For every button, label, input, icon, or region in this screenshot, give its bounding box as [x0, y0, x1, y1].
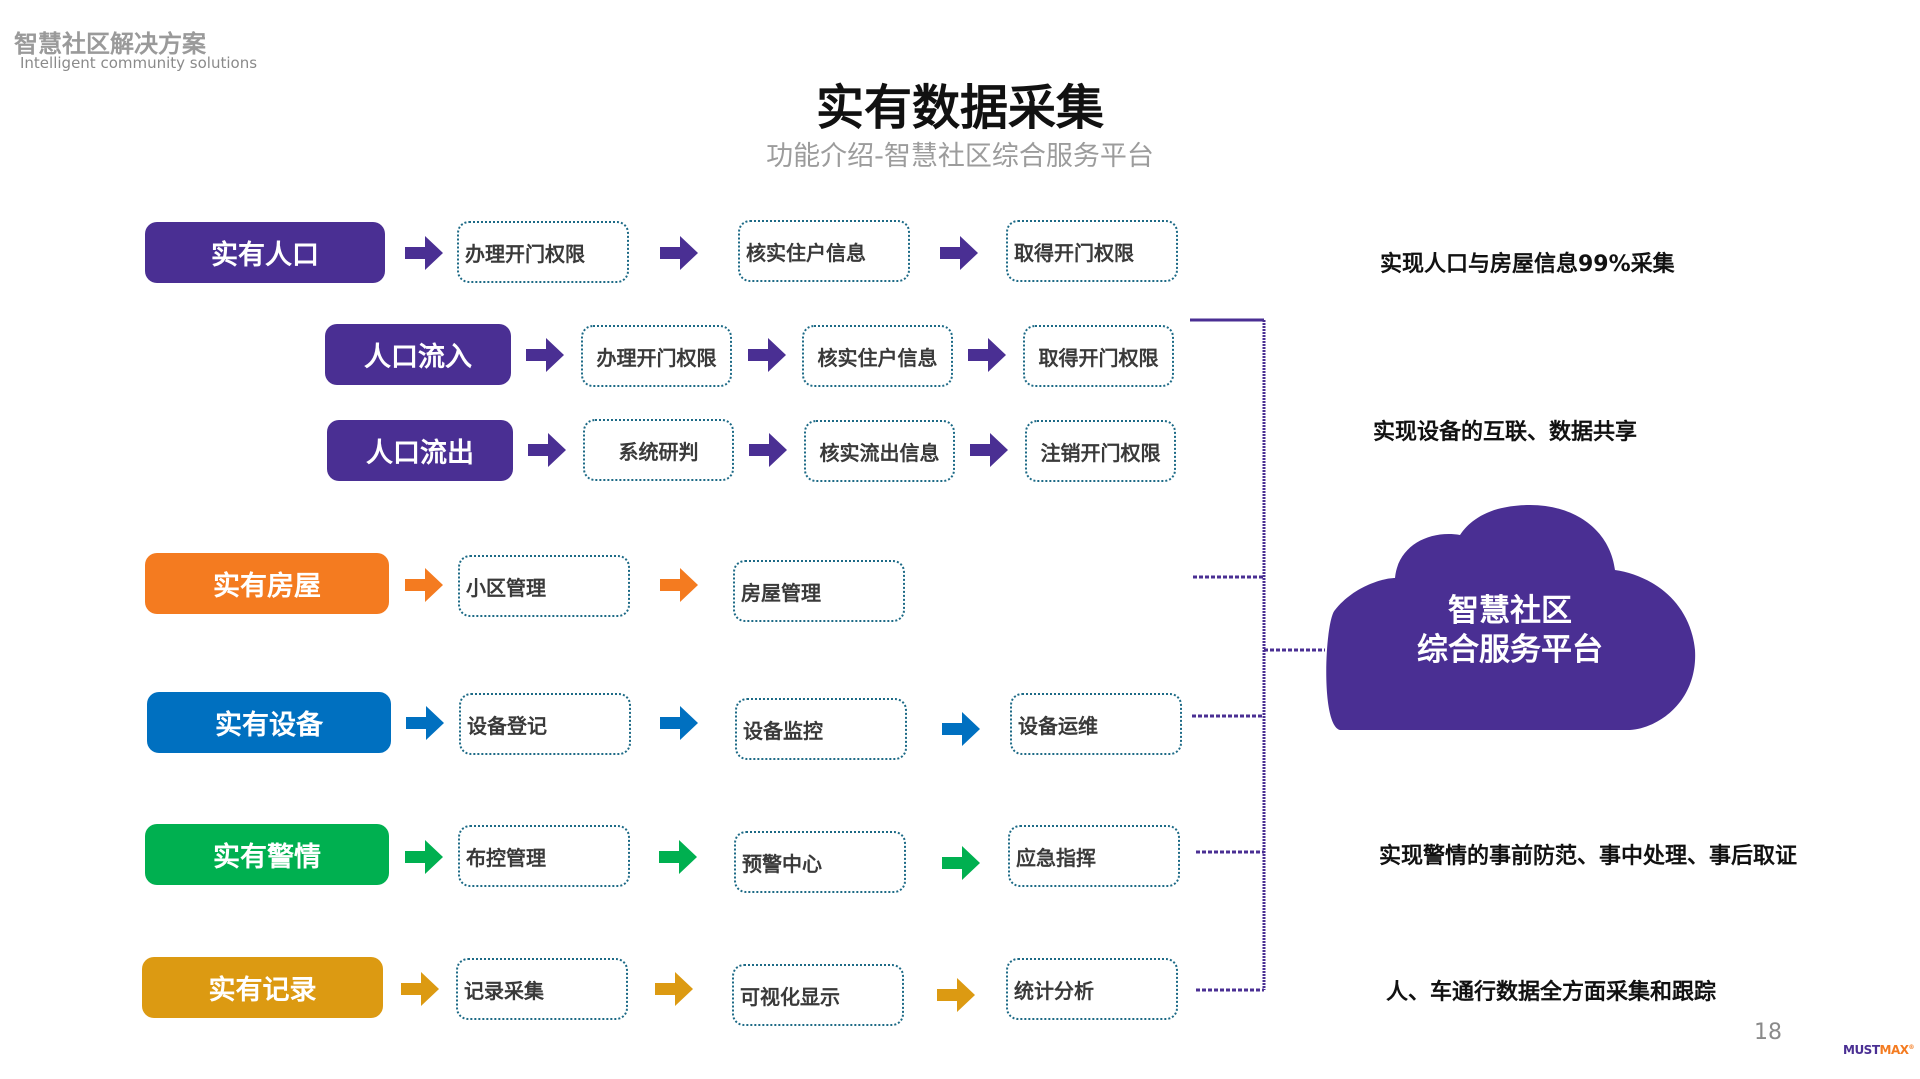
note-alarm: 实现警情的事前防范、事中处理、事后取证	[1379, 844, 1798, 869]
arrow-right-icon	[659, 840, 697, 874]
step-device-1[interactable]: 设备登记	[459, 693, 631, 755]
logo-part2: MAX	[1879, 1043, 1909, 1057]
category-housing[interactable]: 实有房屋	[145, 553, 389, 614]
note-population: 实现人口与房屋信息99%采集	[1380, 252, 1675, 277]
category-alarm[interactable]: 实有警情	[145, 824, 389, 885]
category-population[interactable]: 实有人口	[145, 222, 385, 283]
step-record-2[interactable]: 可视化显示	[732, 964, 904, 1026]
category-device[interactable]: 实有设备	[147, 692, 391, 753]
arrow-right-icon	[660, 236, 698, 270]
arrow-right-icon	[748, 338, 786, 372]
arrow-right-icon	[405, 568, 443, 602]
step-alarm-2[interactable]: 预警中心	[734, 831, 906, 893]
arrow-right-icon	[401, 972, 439, 1006]
step-housing-2[interactable]: 房屋管理	[733, 560, 905, 622]
step-record-1[interactable]: 记录采集	[456, 958, 628, 1020]
arrow-right-icon	[749, 433, 787, 467]
step-record-3[interactable]: 统计分析	[1006, 958, 1178, 1020]
logo-mark: ®	[1908, 1044, 1915, 1051]
arrow-right-icon	[660, 568, 698, 602]
cloud-label: 智慧社区 综合服务平台	[1360, 592, 1660, 670]
brand-title: 智慧社区解决方案	[14, 30, 206, 58]
category-record[interactable]: 实有记录	[142, 957, 383, 1018]
step-alarm-1[interactable]: 布控管理	[458, 825, 630, 887]
arrow-right-icon	[968, 338, 1006, 372]
step-outflow-3[interactable]: 注销开门权限	[1025, 420, 1176, 482]
step-housing-1[interactable]: 小区管理	[458, 555, 630, 617]
logo: MUSTMAX®	[1843, 1043, 1914, 1057]
step-population-1[interactable]: 办理开门权限	[457, 221, 629, 283]
page-subtitle: 功能介绍-智慧社区综合服务平台	[766, 141, 1154, 172]
arrow-right-icon	[937, 978, 975, 1012]
step-outflow-1[interactable]: 系统研判	[583, 419, 734, 481]
step-device-3[interactable]: 设备运维	[1010, 693, 1182, 755]
arrow-right-icon	[526, 338, 564, 372]
arrow-right-icon	[970, 433, 1008, 467]
arrow-right-icon	[940, 236, 978, 270]
arrow-right-icon	[942, 846, 980, 880]
brand-subtitle: Intelligent community solutions	[20, 54, 258, 72]
note-device: 实现设备的互联、数据共享	[1373, 420, 1638, 445]
arrow-right-icon	[528, 433, 566, 467]
step-device-2[interactable]: 设备监控	[735, 698, 907, 760]
arrow-right-icon	[405, 236, 443, 270]
step-outflow-2[interactable]: 核实流出信息	[804, 420, 955, 482]
step-inflow-2[interactable]: 核实住户信息	[802, 325, 953, 387]
arrow-right-icon	[655, 972, 693, 1006]
step-population-2[interactable]: 核实住户信息	[738, 220, 910, 282]
arrow-right-icon	[406, 706, 444, 740]
category-inflow[interactable]: 人口流入	[325, 324, 511, 385]
cloud-shape	[1326, 505, 1696, 730]
category-outflow[interactable]: 人口流出	[327, 420, 513, 481]
page-title: 实有数据采集	[815, 80, 1104, 136]
step-population-3[interactable]: 取得开门权限	[1006, 220, 1178, 282]
note-record: 人、车通行数据全方面采集和跟踪	[1386, 980, 1717, 1005]
cloud-label-line1: 智慧社区	[1448, 593, 1572, 629]
arrow-right-icon	[942, 712, 980, 746]
step-inflow-1[interactable]: 办理开门权限	[581, 325, 732, 387]
arrow-right-icon	[405, 840, 443, 874]
logo-part1: MUST	[1843, 1043, 1880, 1057]
step-alarm-3[interactable]: 应急指挥	[1008, 825, 1180, 887]
page-number: 18	[1754, 1020, 1782, 1045]
arrow-right-icon	[660, 706, 698, 740]
cloud-label-line2: 综合服务平台	[1417, 632, 1603, 668]
step-inflow-3[interactable]: 取得开门权限	[1023, 325, 1174, 387]
